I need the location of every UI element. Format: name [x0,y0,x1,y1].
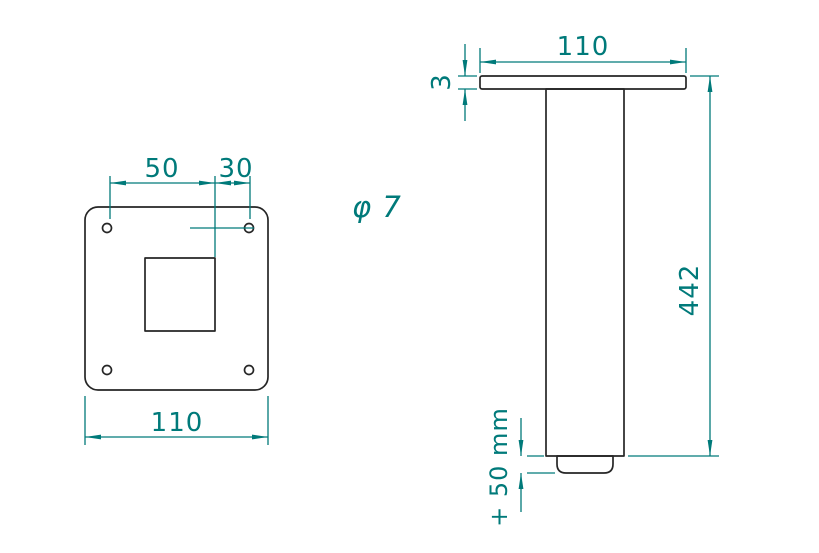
adjustable-foot-outline [556,455,614,474]
dim-plate-width-top-view: 110 [84,396,269,445]
mounting-plate-outline [84,206,269,391]
mounting-hole-top-left [101,222,113,234]
center-socket-outline [144,257,216,332]
dim-50-30: 50 30 [109,154,253,257]
leg-shaft-outline [545,88,625,457]
dim-value-30: 30 [218,154,253,184]
side-view: 110 3 442 + [427,32,719,527]
dim-value-3: 3 [427,73,457,91]
hole-diameter-label: φ 7 [352,190,402,224]
mounting-hole-bottom-right [243,364,255,376]
top-view: 50 30 φ 7 110 [84,154,402,445]
dim-plate-thickness: 3 [427,44,477,121]
dim-value-50: 50 [144,154,179,184]
dim-hole-diameter: φ 7 [190,190,402,229]
dim-value-110: 110 [151,408,204,438]
mounting-hole-bottom-left [101,364,113,376]
plate-side-outline [479,75,687,90]
dim-leg-height: 442 [628,75,719,457]
dim-value-110: 110 [557,32,610,62]
dim-value-foot: + 50 mm [485,407,513,527]
dim-value-442: 442 [675,264,705,317]
dim-plate-width-side-view: 110 [479,32,687,73]
dim-adjustable-foot: + 50 mm [485,407,555,527]
